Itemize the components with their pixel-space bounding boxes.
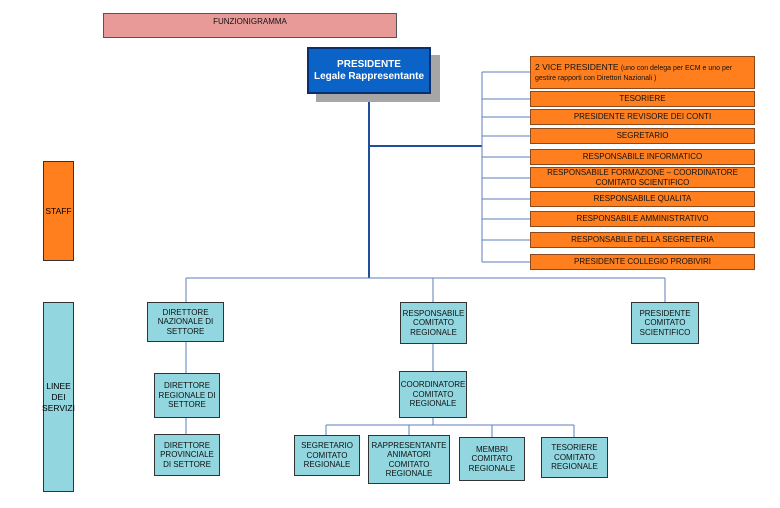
comitato-member-box: TESORIERE COMITATO REGIONALE [541,437,608,478]
staff-role-box: PRESIDENTE COLLEGIO PROBIVIRI [530,254,755,270]
vice-president-box: 2 VICE PRESIDENTE (uno con delega per EC… [530,56,755,89]
staff-role-box: RESPONSABILE FORMAZIONE – COORDINATORE C… [530,167,755,188]
direttore-regionale-box: DIRETTORE REGIONALE DI SETTORE [154,373,220,418]
responsabile-comitato-box: RESPONSABILE COMITATO REGIONALE [400,302,467,344]
staff-role-box: SEGRETARIO [530,128,755,144]
comitato-member-box: MEMBRI COMITATO REGIONALE [459,437,525,481]
staff-label-box: STAFF [43,161,74,261]
president-title: PRESIDENTE [337,58,401,70]
president-subtitle: Legale Rappresentante [313,70,425,82]
service-lines-label: LINEE DEI SERVIZI [42,380,75,413]
staff-role-box: PRESIDENTE REVISORE DEI CONTI [530,109,755,125]
coordinatore-comitato-box: COORDINATORE COMITATO REGIONALE [399,371,467,418]
staff-role-box: RESPONSABILE INFORMATICO [530,149,755,165]
direttore-provinciale-box: DIRETTORE PROVINCIALE DI SETTORE [154,434,220,476]
staff-role-box: TESORIERE [530,91,755,107]
comitato-member-box: RAPPRESENTANTE ANIMATORI COMITATO REGION… [368,435,450,484]
diagram-title: FUNZIONIGRAMMA [103,13,397,38]
vice-president-text: 2 VICE PRESIDENTE (uno con delega per EC… [535,61,751,83]
direttore-nazionale-box: DIRETTORE NAZIONALE DI SETTORE [147,302,224,342]
staff-role-box: RESPONSABILE AMMINISTRATIVO [530,211,755,227]
staff-label: STAFF [45,205,72,216]
staff-role-box: RESPONSABILE QUALITA [530,191,755,207]
staff-role-box: RESPONSABILE DELLA SEGRETERIA [530,232,755,248]
president-box: PRESIDENTE Legale Rappresentante [307,47,431,94]
comitato-member-box: SEGRETARIO COMITATO REGIONALE [294,435,360,476]
vice-president-title: 2 VICE PRESIDENTE [535,61,619,72]
service-lines-label-box: LINEE DEI SERVIZI [42,302,75,492]
vice-president-note: (uno con delega per ECM e uno per gestir… [535,64,733,82]
presidente-comitato-scientifico-box: PRESIDENTE COMITATO SCIENTIFICO [631,302,699,344]
